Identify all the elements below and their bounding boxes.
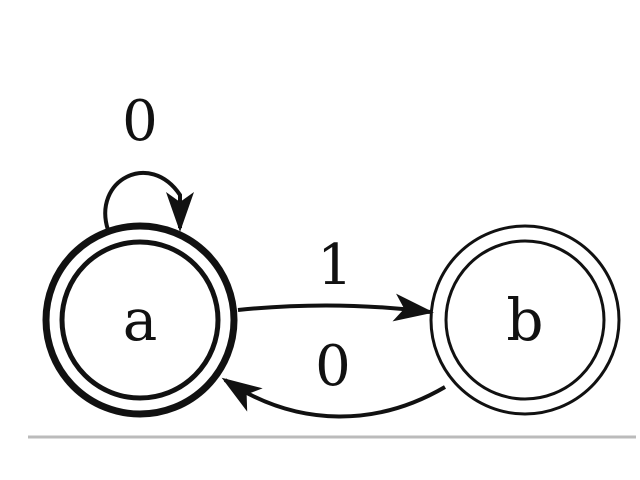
state-b-inner-ring	[444, 239, 606, 401]
state-b-label: b	[506, 286, 543, 354]
edge-a-to-b-arrow	[237, 293, 434, 322]
transition-b-to-a: 0	[221, 334, 447, 419]
self-loop-arrow	[103, 170, 194, 232]
edge-b-to-a-arrow	[221, 377, 447, 419]
state-a-outer-ring	[42, 222, 238, 418]
transition-a-to-b: 1	[237, 233, 434, 322]
state-b: b	[429, 224, 621, 416]
edge-a-to-b-label: 1	[317, 233, 353, 298]
edge-b-to-a-label: 0	[315, 334, 351, 399]
state-a-inner-ring	[59, 239, 221, 401]
state-a: a	[42, 222, 238, 418]
self-loop-label: 0	[122, 89, 158, 154]
state-a-label: a	[123, 286, 158, 354]
transition-a-to-a: 0	[103, 89, 194, 232]
